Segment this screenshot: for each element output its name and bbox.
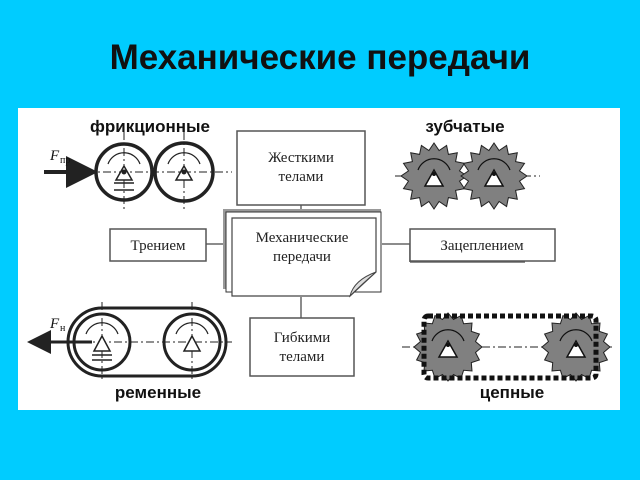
label-belt: ременные (115, 383, 201, 402)
force-belt-main: F (49, 316, 60, 332)
box-center-line1: Механические (256, 230, 349, 246)
label-gear: зубчатые (425, 117, 504, 136)
box-friction: Трением (109, 228, 207, 262)
box-engagement: Зацеплением (409, 228, 556, 262)
box-rigid-line2: телами (279, 169, 324, 185)
force-friction-sub: пр (60, 155, 70, 166)
page-title: Механические передачи (109, 38, 531, 77)
gear-wheel-right (460, 142, 528, 210)
label-friction: фрикционные (90, 117, 210, 136)
force-belt-sub: н (60, 323, 66, 334)
chain-drive-illustration (402, 312, 612, 382)
box-rigid-bodies: Жесткими телами (236, 130, 366, 206)
box-flexible-line1: Гибкими (274, 330, 331, 346)
box-flexible-bodies: Гибкими телами (249, 317, 355, 377)
sprocket-right (541, 312, 611, 382)
box-mechanical-transmissions: Механические передачи (223, 209, 382, 298)
box-engagement-label: Зацеплением (440, 238, 524, 254)
box-flexible-line2: телами (280, 349, 325, 365)
diagram-panel: фрикционные зубчатые ременные цепные Жес… (18, 108, 620, 410)
force-friction-main: F (49, 148, 60, 164)
box-rigid-line1: Жесткими (268, 150, 334, 166)
box-friction-label: Трением (131, 238, 186, 254)
label-chain: цепные (480, 383, 544, 402)
friction-drive-illustration (44, 132, 232, 212)
sprocket-left (413, 312, 483, 382)
belt-drive-illustration (27, 302, 232, 382)
gear-wheel-left (400, 142, 468, 210)
gear-drive-illustration (395, 142, 540, 210)
transmission-diagram: фрикционные зубчатые ременные цепные Жес… (27, 117, 612, 402)
box-center-line2: передачи (273, 249, 331, 265)
